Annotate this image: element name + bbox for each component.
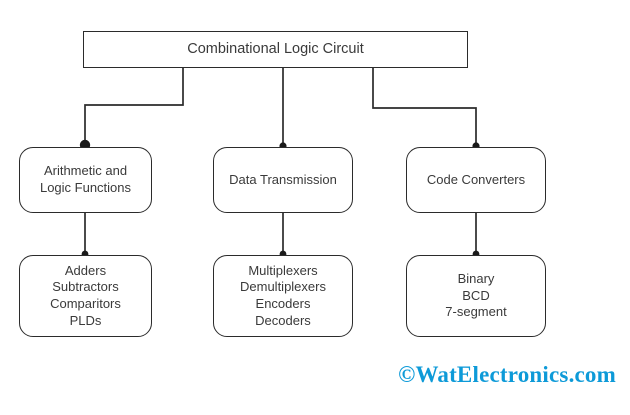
- node-label-code-converters-items: Binary BCD 7-segment: [445, 271, 507, 320]
- node-label-root: Combinational Logic Circuit: [187, 41, 364, 58]
- node-code-converters-items[interactable]: Binary BCD 7-segment: [406, 255, 546, 337]
- node-label-data-transmission-items: Multiplexers Demultiplexers Encoders Dec…: [240, 262, 326, 328]
- node-label-arithmetic-items: Adders Subtractors Comparitors PLDs: [50, 262, 121, 328]
- node-arithmetic-and-logic-functions-items[interactable]: Adders Subtractors Comparitors PLDs: [19, 255, 152, 337]
- node-label-code-converters: Code Converters: [426, 171, 526, 187]
- connector-root-to-arithmetic: [84, 68, 184, 145]
- site-watermark: ©WatElectronics.com: [398, 362, 616, 387]
- node-data-transmission-items[interactable]: Multiplexers Demultiplexers Encoders Dec…: [213, 255, 353, 337]
- node-code-converters[interactable]: Code Converters: [406, 147, 546, 213]
- connector-root-to-code-converters: [372, 68, 477, 146]
- node-arithmetic-and-logic-functions[interactable]: Arithmetic and Logic Functions: [19, 147, 152, 213]
- node-combinational-logic-circuit[interactable]: Combinational Logic Circuit: [83, 31, 468, 68]
- node-data-transmission[interactable]: Data Transmission: [213, 147, 353, 213]
- node-label-data-transmission: Data Transmission: [229, 171, 337, 187]
- node-label-arithmetic-and-logic-functions: Arithmetic and Logic Functions: [39, 163, 132, 195]
